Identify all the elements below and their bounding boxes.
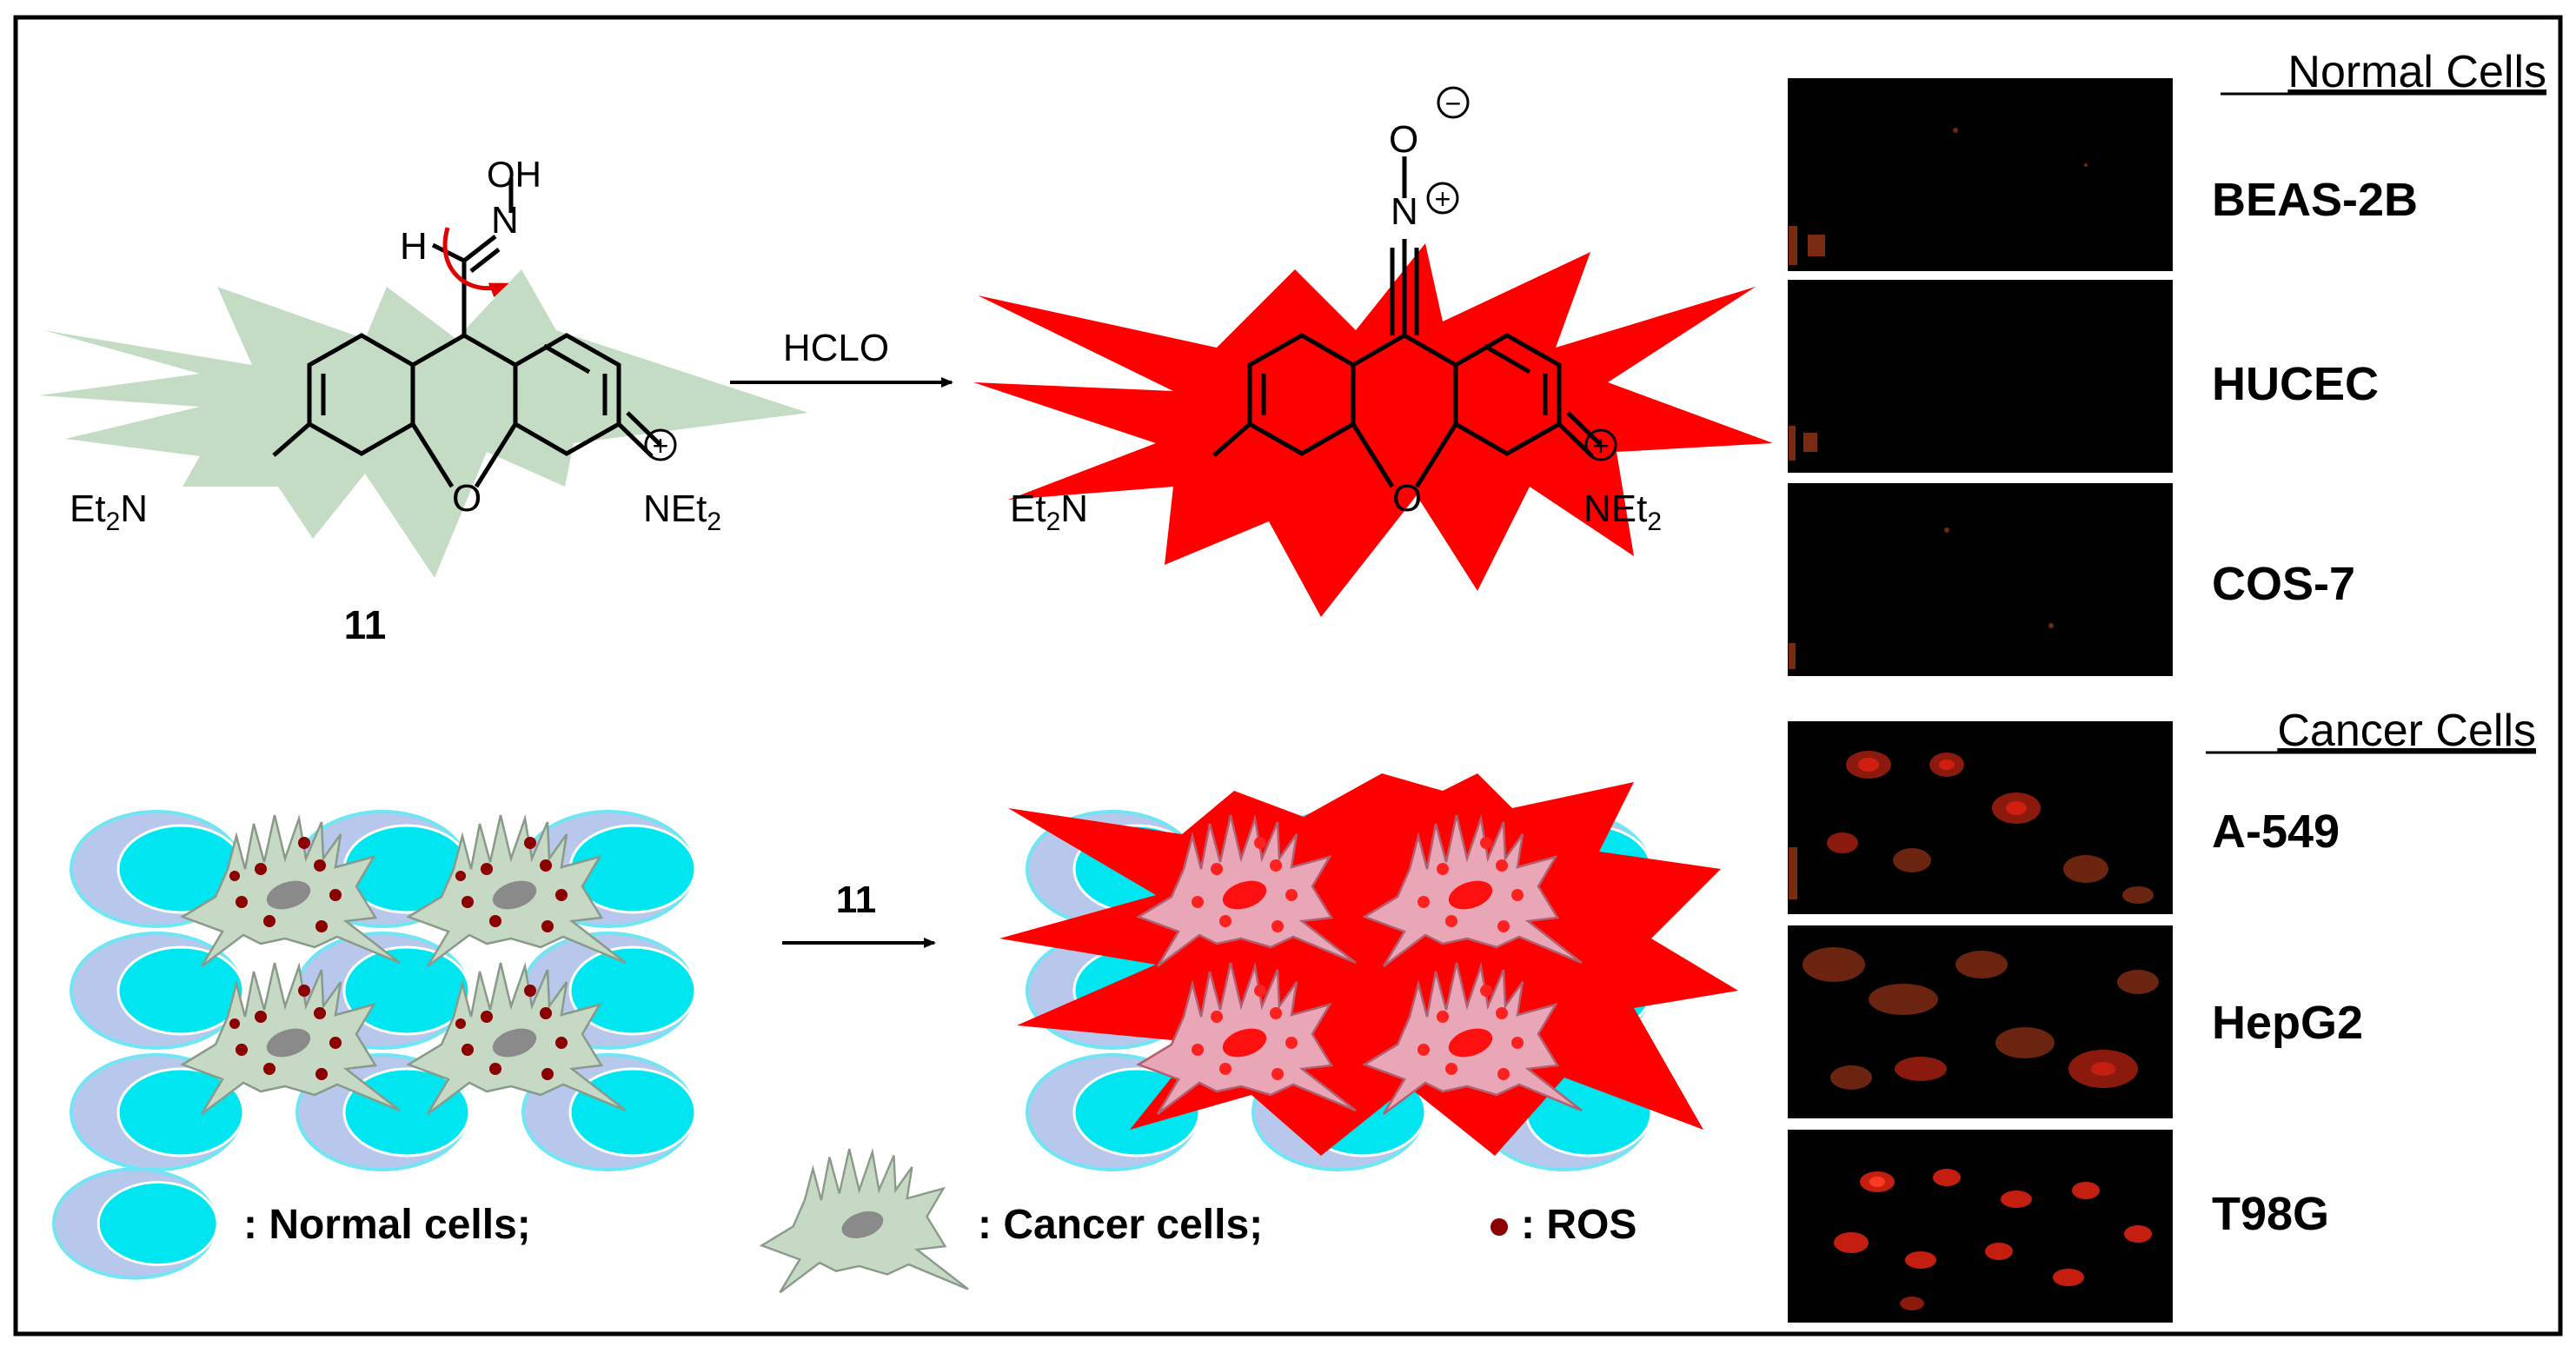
panel-hucec: HUCEC: [1788, 280, 2379, 473]
panel-beas-2b: BEAS-2B: [1788, 78, 2418, 271]
panel-label-t98g: T98G: [2212, 1188, 2329, 1240]
positive-charge-circle: [644, 428, 677, 461]
nitrile-oxide-nitrogen: N: [1391, 190, 1418, 233]
probe-glow: [39, 269, 808, 578]
legend-ros-label: : ROS: [1521, 1202, 1637, 1248]
panel-t98g: T98G: [1788, 1130, 2329, 1323]
nitrile-positive-circle: [1426, 182, 1459, 215]
aldoxime-hydrogen: H: [400, 225, 428, 268]
product-positive-charge: +: [1593, 430, 1610, 461]
imaging-panels: Normal Cells BEAS-2B HUCEC COS-7 Cancer …: [1788, 47, 2546, 1323]
treatment-label: 11: [836, 879, 877, 921]
panel-label-hepg2: HepG2: [2212, 997, 2363, 1049]
product-right-iminium: NEt2: [1583, 487, 1662, 536]
normal-cells-header: Normal Cells: [2287, 47, 2546, 97]
probe-bonds: [272, 178, 662, 488]
reagent-label: HCLO: [783, 327, 889, 369]
panel-a-549: A-549: [1788, 721, 2340, 914]
oxime-hydroxyl: OH: [487, 154, 541, 195]
negative-charge: −: [1445, 88, 1462, 119]
panel-label-cos-7: COS-7: [2212, 558, 2355, 610]
panel-cos-7: COS-7: [1788, 483, 2355, 676]
product-ring-oxygen: O: [1392, 477, 1422, 520]
panel-label-a-549: A-549: [2212, 806, 2340, 858]
ring-oxygen: O: [452, 477, 481, 520]
figure-border: [13, 15, 2563, 1336]
right-iminium: NEt2: [643, 487, 721, 536]
cell-culture-after: [999, 773, 1738, 1171]
nitrile-positive-charge: +: [1435, 183, 1451, 215]
probe-molecule: OH N H O Et2N NEt2 + 11: [39, 154, 808, 647]
panel-hepg2: HepG2: [1788, 925, 2363, 1118]
product-positive-circle: [1584, 428, 1617, 461]
product-left-amine: Et2N: [1010, 487, 1088, 536]
compound-label: 11: [344, 602, 387, 647]
negative-charge-circle: [1437, 86, 1470, 119]
legend-normal-label: : Normal cells;: [243, 1202, 531, 1248]
oxime-nitrogen: N: [491, 199, 519, 242]
cancer-cells-header: Cancer Cells: [2277, 706, 2536, 756]
product-glow: [973, 243, 1773, 617]
legend: : Normal cells; : Cancer cells; : ROS: [51, 1147, 1637, 1294]
legend-cancer-label: : Cancer cells;: [978, 1202, 1263, 1248]
rearrangement-arrow: [442, 227, 509, 298]
panel-label-hucec: HUCEC: [2212, 358, 2379, 410]
product-bonds: [1212, 156, 1603, 488]
left-amine: Et2N: [70, 487, 148, 536]
cell-culture-before: [70, 810, 697, 1171]
legend-ros-swatch: [1490, 1218, 1508, 1236]
panel-label-beas-2b: BEAS-2B: [2212, 174, 2418, 226]
positive-charge: +: [653, 430, 669, 461]
legend-normal-swatch: [51, 1167, 219, 1280]
legend-cancer-swatch: [760, 1147, 970, 1294]
product-molecule: O − N + O Et2N NEt2 +: [973, 86, 1773, 617]
nitrile-oxide-oxygen: O: [1389, 118, 1418, 161]
